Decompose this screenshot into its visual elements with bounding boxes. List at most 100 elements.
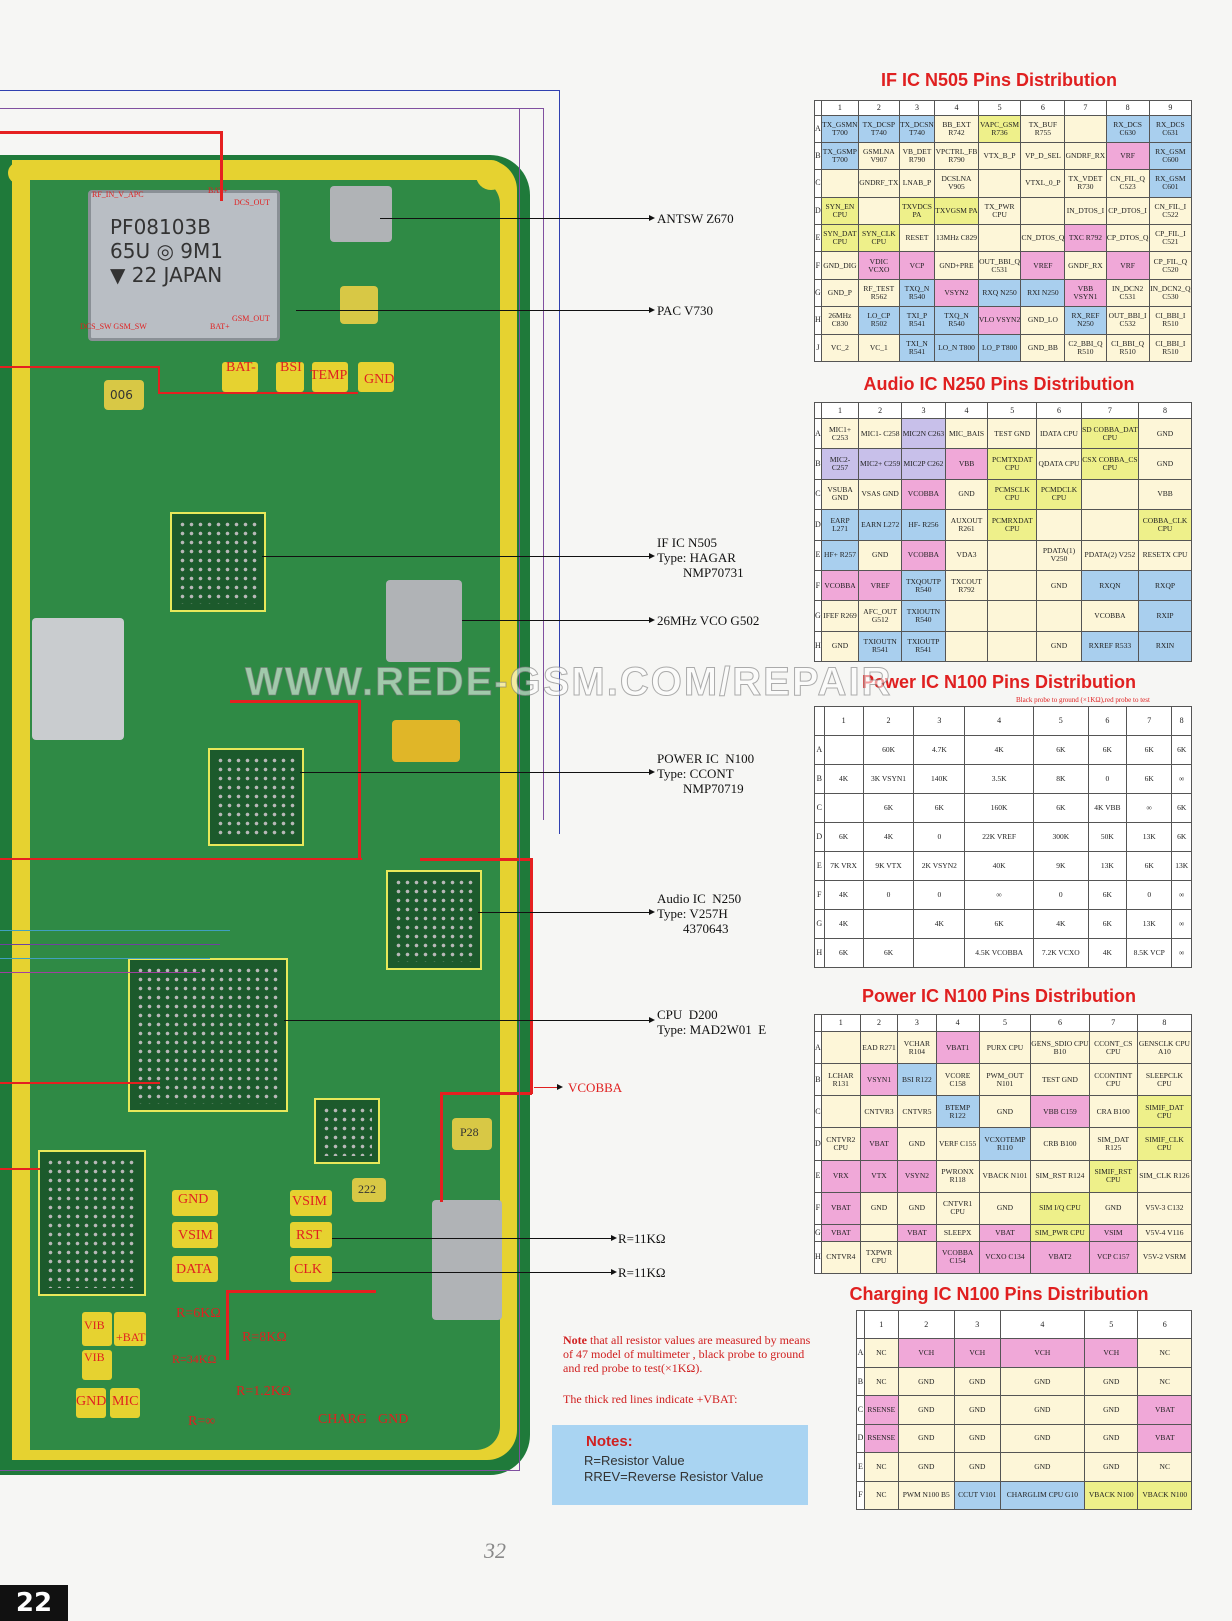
pin-cell: VCP: [898, 251, 936, 280]
pin-cell: VBB: [1138, 478, 1192, 511]
pin-cell: VBAT1: [935, 1030, 980, 1065]
gnd-sim-label: GND: [178, 1192, 209, 1207]
pin-cell: 4K: [1087, 938, 1128, 968]
pin-cell: PCMDCLK CPU: [1036, 478, 1082, 511]
pin-cell: VSYN2: [897, 1159, 937, 1193]
signal-trace: [559, 90, 560, 834]
pin-cell: IFEF R269: [820, 600, 860, 632]
pin-cell: [858, 196, 900, 226]
column-header: 2: [858, 100, 900, 116]
pin-cell: CCONTINT CPU: [1088, 1063, 1138, 1097]
vsim-right-label: VSIM: [292, 1194, 328, 1209]
measurement-note: Note that all resistor values are measur…: [563, 1333, 823, 1375]
pin-cell: 300K: [1032, 822, 1089, 852]
pin-cell: VCOBBA: [1080, 600, 1140, 632]
pin-cell: RXQN: [1080, 569, 1140, 602]
pin-cell: VSYN1: [859, 1063, 899, 1097]
pin-cell: 2K VSYN2: [913, 851, 966, 881]
column-header: 8: [1138, 401, 1192, 420]
vbat-trace: [220, 131, 223, 201]
rst-label: RST: [296, 1228, 322, 1243]
pin-cell: IN_DCN2_Q C530: [1148, 278, 1193, 308]
pin-cell: RX_DCS C630: [1105, 114, 1150, 143]
pin-cell: MIC2P C262: [901, 448, 946, 480]
pin-cell: ∞: [1126, 793, 1173, 823]
pin-cell: VREF: [1020, 251, 1066, 280]
bat-mid-label: BAT+: [210, 322, 230, 331]
column-header: 8: [1171, 706, 1192, 736]
row-header: E: [814, 539, 822, 571]
pin-cell: GND_P: [820, 278, 860, 308]
gnd-sim-pad: [172, 1190, 218, 1216]
pin-cell: [820, 1030, 861, 1065]
r2-callout: R=11KΩ: [618, 1265, 666, 1280]
pin-cell: 13K: [1087, 851, 1128, 881]
pin-cell: SIM_PWR CPU: [1030, 1223, 1090, 1242]
pin-cell: VBAT: [1137, 1395, 1192, 1425]
pin-cell: LO_P T800: [977, 333, 1022, 362]
pin-cell: TEST GND: [987, 418, 1038, 450]
column-header: 8: [1136, 1014, 1193, 1032]
pin-cell: ∞: [1171, 909, 1192, 939]
vbat-trace: [0, 131, 222, 134]
pin-cell: 8.5K VCP: [1126, 938, 1173, 968]
row-header: A: [814, 114, 822, 143]
pin-cell: VTX_B_P: [977, 141, 1022, 171]
pin-cell: COBBA_CLK CPU: [1138, 509, 1192, 541]
pin-cell: GND: [944, 478, 989, 511]
vbat-trace: [230, 700, 360, 703]
dcs-out-label: DCS_OUT: [234, 198, 271, 207]
pin-cell: TXQ_N R540: [898, 278, 936, 308]
pin-cell: 6K: [1032, 793, 1089, 823]
pin-cell: [944, 600, 989, 632]
bsi-pad: [276, 362, 304, 392]
pin-cell: VSIM: [1088, 1223, 1138, 1242]
pin-cell: SYN_DAT CPU: [820, 223, 860, 253]
pin-cell: NC: [1137, 1452, 1192, 1482]
pin-cell: 13K: [1171, 851, 1192, 881]
pin-cell: VRX: [820, 1159, 861, 1193]
pin-cell: GND: [820, 630, 860, 663]
row-header: C: [814, 1095, 822, 1129]
pin-cell: SYN_EN CPU: [820, 196, 860, 226]
pin-cell: VTX: [859, 1159, 899, 1193]
power-arrow: [300, 769, 655, 775]
pin-cell: CN_DTOS_Q: [1020, 223, 1066, 253]
pin-cell: V5V-2 VSRM: [1136, 1240, 1193, 1275]
pin-cell: 6K: [823, 822, 864, 852]
row-header: H: [814, 630, 822, 663]
pin-cell: CP_FIL_Q C520: [1148, 251, 1193, 280]
pin-cell: OUT_BBI_Q C531: [977, 251, 1022, 280]
pin-cell: VC_1: [858, 333, 900, 362]
left-shield: [32, 618, 124, 740]
pin-cell: VCOBBA C154: [935, 1240, 980, 1275]
pin-cell: CNTVR1 CPU: [935, 1191, 980, 1225]
pin-cell: [944, 630, 989, 663]
row-header: H: [814, 306, 822, 335]
pac-arrow: [296, 307, 655, 313]
vbat-trace: [158, 392, 358, 394]
pin-cell: VCH: [897, 1338, 955, 1368]
pin-cell: VCXO C134: [978, 1240, 1032, 1275]
pin-cell: 6K: [1087, 735, 1128, 765]
pin-cell: 4.5K VCOBBA: [964, 938, 1034, 968]
flash-memory: [38, 1150, 146, 1296]
pin-cell: VBACK N101: [978, 1159, 1032, 1193]
pin-cell: TEST GND: [1030, 1063, 1090, 1097]
pin-cell: VPCTRL_FB R790: [934, 141, 979, 171]
pin-cell: IN_DTOS_I: [1064, 196, 1107, 226]
pin-cell: CRB B100: [1030, 1127, 1090, 1161]
pin-cell: VBAT: [820, 1191, 861, 1225]
gnd-bottom-pad: [76, 1388, 106, 1418]
pin-cell: GND: [953, 1395, 1001, 1425]
pin-cell: ∞: [1171, 938, 1192, 968]
